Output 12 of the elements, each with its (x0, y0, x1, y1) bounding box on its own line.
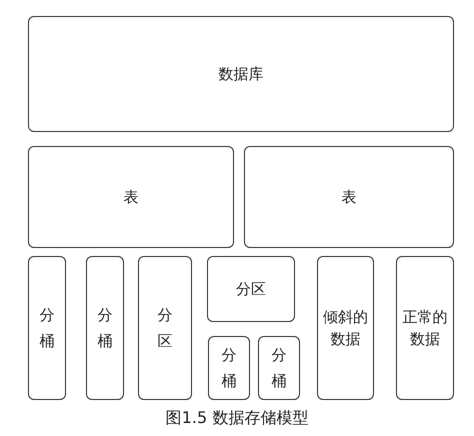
storage-box: 分桶 (28, 256, 66, 400)
storage-box: 正常的数据 (396, 256, 454, 400)
storage-box: 分桶 (258, 336, 300, 400)
storage-box: 分桶 (208, 336, 250, 400)
storage-box: 表 (244, 146, 454, 248)
storage-box: 分区 (138, 256, 192, 400)
storage-box: 分桶 (86, 256, 124, 400)
storage-box: 数据库 (28, 16, 454, 132)
storage-box: 分区 (207, 256, 295, 322)
figure-caption: 图1.5 数据存储模型 (166, 408, 308, 427)
storage-box: 倾斜的数据 (317, 256, 374, 400)
storage-box: 表 (28, 146, 234, 248)
